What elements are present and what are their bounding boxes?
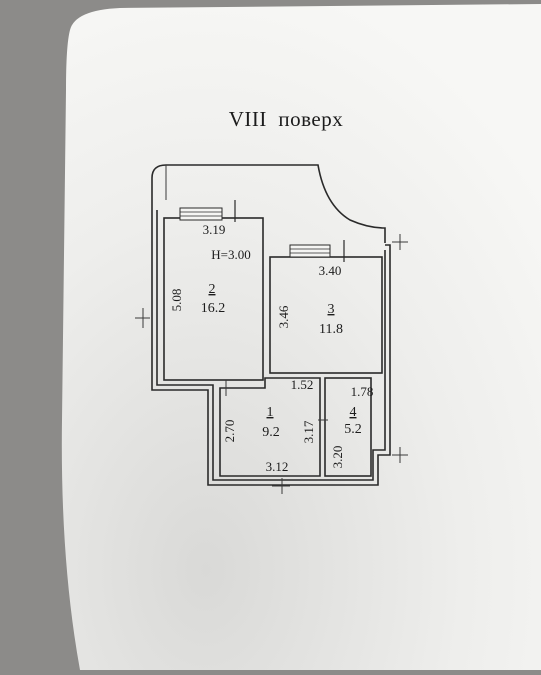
room-2-height: H=3.00 [211,247,250,262]
room-4-length: 3.20 [330,446,345,469]
room-2-area: 16.2 [201,301,226,316]
room-3-number: 3 [328,302,335,317]
room-2-number: 2 [209,282,216,297]
room-1-outline [219,377,321,477]
window-room-2 [179,200,236,222]
room-4-area: 5.2 [344,422,362,437]
outer-wall [151,205,391,486]
room-3-width: 3.40 [319,263,342,278]
room-1-side: 3.17 [301,420,316,443]
room-1-extra: 1.52 [291,377,314,392]
room-1-length: 2.70 [222,420,237,443]
window-room-3 [289,240,345,262]
paper-sheet [61,4,541,670]
room-1-width: 3.12 [266,459,289,474]
room-4-number: 4 [350,405,357,420]
corridor-outline [151,164,386,243]
room-4-outline [324,377,372,477]
room-3-area: 11.8 [319,322,343,337]
room-1-number: 1 [267,405,274,420]
room-2-width: 3.19 [203,222,226,237]
room-3-length: 3.46 [276,305,291,328]
room-1-area: 9.2 [262,425,280,440]
room-4-width: 1.78 [351,384,374,399]
floor-title: VIII поверх [229,107,344,131]
room-2-length: 5.08 [169,289,184,312]
outer-wall-inner [156,210,386,481]
wall-ticks [135,234,408,494]
